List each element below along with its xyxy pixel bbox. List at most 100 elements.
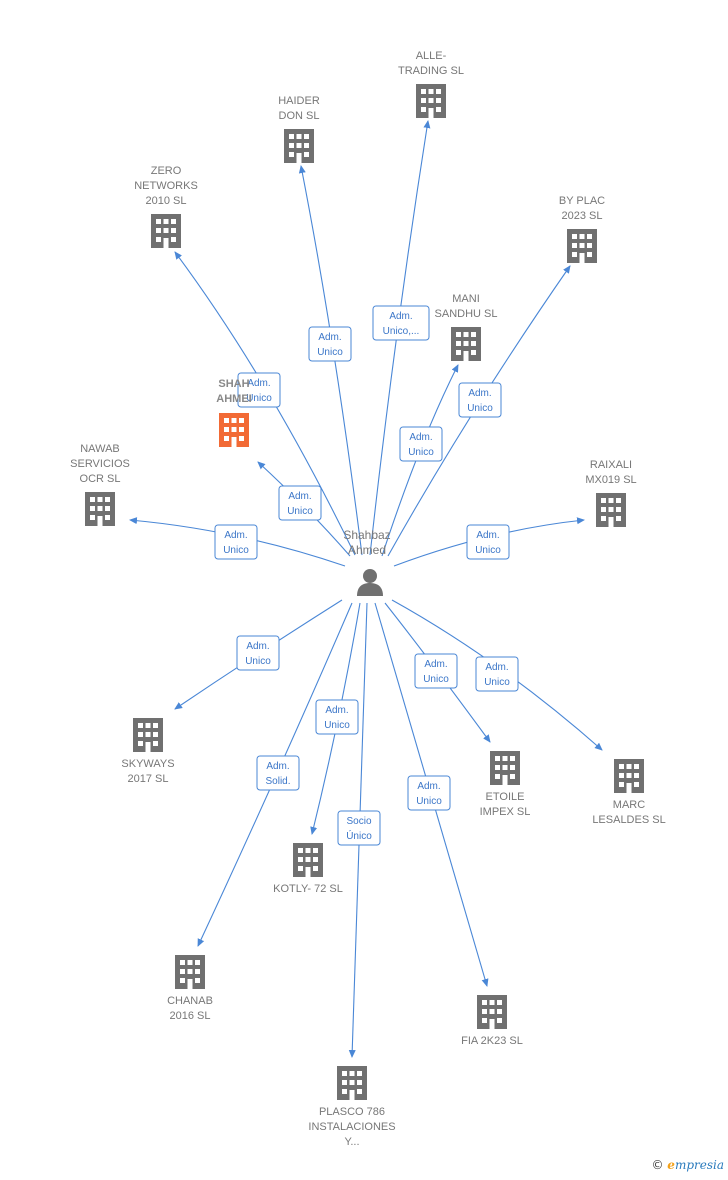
empresia-logo[interactable]: empresia: [667, 1158, 724, 1172]
edge-label-box: [466, 524, 510, 560]
company-node-mani-sandhu[interactable]: MANI SANDHU SL: [435, 293, 498, 361]
building-icon: [133, 718, 163, 752]
building-icon: [219, 413, 249, 447]
company-label: MX019 SL: [585, 474, 636, 486]
edge-label-text: Unico: [475, 545, 501, 556]
company-label: CHANAB: [167, 995, 213, 1007]
company-node-marc-lesaldes[interactable]: MARC LESALDES SL: [592, 759, 666, 826]
edge-label-box: [315, 699, 359, 735]
edge-label-text: Adm.: [325, 705, 348, 716]
company-label: 2017 SL: [128, 773, 169, 785]
company-node-alle-trading[interactable]: ALLE-TRADING SL: [398, 50, 464, 118]
edge-label-text: Socio: [346, 816, 371, 827]
edge-label-text: Adm.: [485, 662, 508, 673]
company-label: FIA 2K23 SL: [461, 1035, 523, 1047]
edge-label-text: Adm.: [246, 641, 269, 652]
company-label: NETWORKS: [134, 180, 198, 192]
company-node-raixali[interactable]: RAIXALI MX019 SL: [585, 459, 637, 527]
edge-label-text: Adm.: [389, 311, 412, 322]
company-label: PLASCO 786: [319, 1106, 385, 1118]
edge-label-box: [407, 775, 451, 811]
company-node-etoile-impex[interactable]: ETOILE IMPEX SL: [480, 751, 531, 818]
edge-label-box: [308, 326, 352, 362]
edge-label-text: Adm.: [424, 659, 447, 670]
company-label: IMPEX SL: [480, 806, 531, 818]
company-label: AHMEI: [216, 393, 251, 405]
company-label: LESALDES SL: [592, 814, 665, 826]
edge-label-text: Único: [346, 829, 372, 842]
edge-label-text: Adm.: [476, 530, 499, 541]
edge-label-kotly[interactable]: Adm.Unico: [315, 699, 359, 735]
edge-label-text: Adm.: [318, 332, 341, 343]
company-node-fia[interactable]: FIA 2K23 SL: [461, 995, 523, 1047]
center-person[interactable]: Shahbaz Ahmed: [343, 528, 391, 596]
building-icon: [451, 327, 481, 361]
building-icon: [614, 759, 644, 793]
edge-label-marc-lesaldes[interactable]: Adm. Unico: [475, 656, 519, 692]
edge-label-alle-trading[interactable]: Adm.Unico,...: [372, 305, 430, 341]
building-icon: [85, 492, 115, 526]
edge-label-etoile-impex[interactable]: Adm.Unico: [414, 653, 458, 689]
company-label: SANDHU SL: [435, 308, 498, 320]
building-icon: [477, 995, 507, 1029]
logo-text: mpresia: [674, 1158, 724, 1172]
copyright-symbol: ©: [651, 1158, 664, 1172]
edge-label-fia[interactable]: Adm.Unico: [407, 775, 451, 811]
edge-label-box: [337, 810, 381, 846]
footer-brand: © empresia: [651, 1158, 724, 1172]
building-icon: [293, 843, 323, 877]
company-label: SERVICIOS: [70, 458, 130, 470]
building-icon: [337, 1066, 367, 1100]
edge-label-haider-don[interactable]: Adm.Unico: [308, 326, 352, 362]
building-icon: [596, 493, 626, 527]
edge-label-box: [237, 372, 281, 408]
edge-label-text: Unico: [246, 393, 272, 404]
edge-label-nawab-servicios[interactable]: Adm.Unico: [214, 524, 258, 560]
company-label: ETOILE: [486, 791, 525, 803]
edge-label-mani-sandhu[interactable]: Adm.Unico: [399, 426, 443, 462]
edge-label-box: [278, 485, 322, 521]
company-label: ALLE-: [416, 50, 447, 62]
edge-label-zero-networks[interactable]: Adm.Unico: [237, 372, 281, 408]
company-label: NAWAB: [80, 443, 120, 455]
edge-label-text: Adm.: [266, 761, 289, 772]
logo-initial: e: [667, 1158, 675, 1172]
edge-label-box: [372, 305, 430, 341]
person-name-line-2: Ahmed: [348, 543, 386, 557]
edge-label-shah-ahmed[interactable]: Adm.Unico: [278, 485, 322, 521]
company-label: RAIXALI: [590, 459, 632, 471]
company-label: MARC: [613, 799, 645, 811]
edge-label-box: [214, 524, 258, 560]
edge-label-text: Unico: [223, 545, 249, 556]
building-icon: [567, 229, 597, 263]
edge-label-box: [399, 426, 443, 462]
company-label: ZERO: [151, 165, 182, 177]
edge-label-skyways[interactable]: Adm.Unico: [236, 635, 280, 671]
edge-label-text: Unico: [287, 506, 313, 517]
building-icon: [175, 955, 205, 989]
edge-label-text: Unico: [484, 677, 510, 688]
edge-label-by-plac[interactable]: Adm.Unico: [458, 382, 502, 418]
edge-label-box: [414, 653, 458, 689]
company-node-kotly[interactable]: KOTLY- 72 SL: [273, 843, 343, 895]
company-label: HAIDER: [278, 95, 320, 107]
edge-label-text: Unico: [408, 447, 434, 458]
edge-label-chanab[interactable]: Adm.Solid.: [256, 755, 300, 791]
company-label: INSTALACIONES: [308, 1121, 395, 1133]
edge-label-raixali[interactable]: Adm. Unico: [466, 524, 510, 560]
company-label: KOTLY- 72 SL: [273, 883, 343, 895]
company-label: Y...: [344, 1136, 359, 1148]
building-icon: [284, 129, 314, 163]
company-label: MANI: [452, 293, 480, 305]
building-icon: [490, 751, 520, 785]
